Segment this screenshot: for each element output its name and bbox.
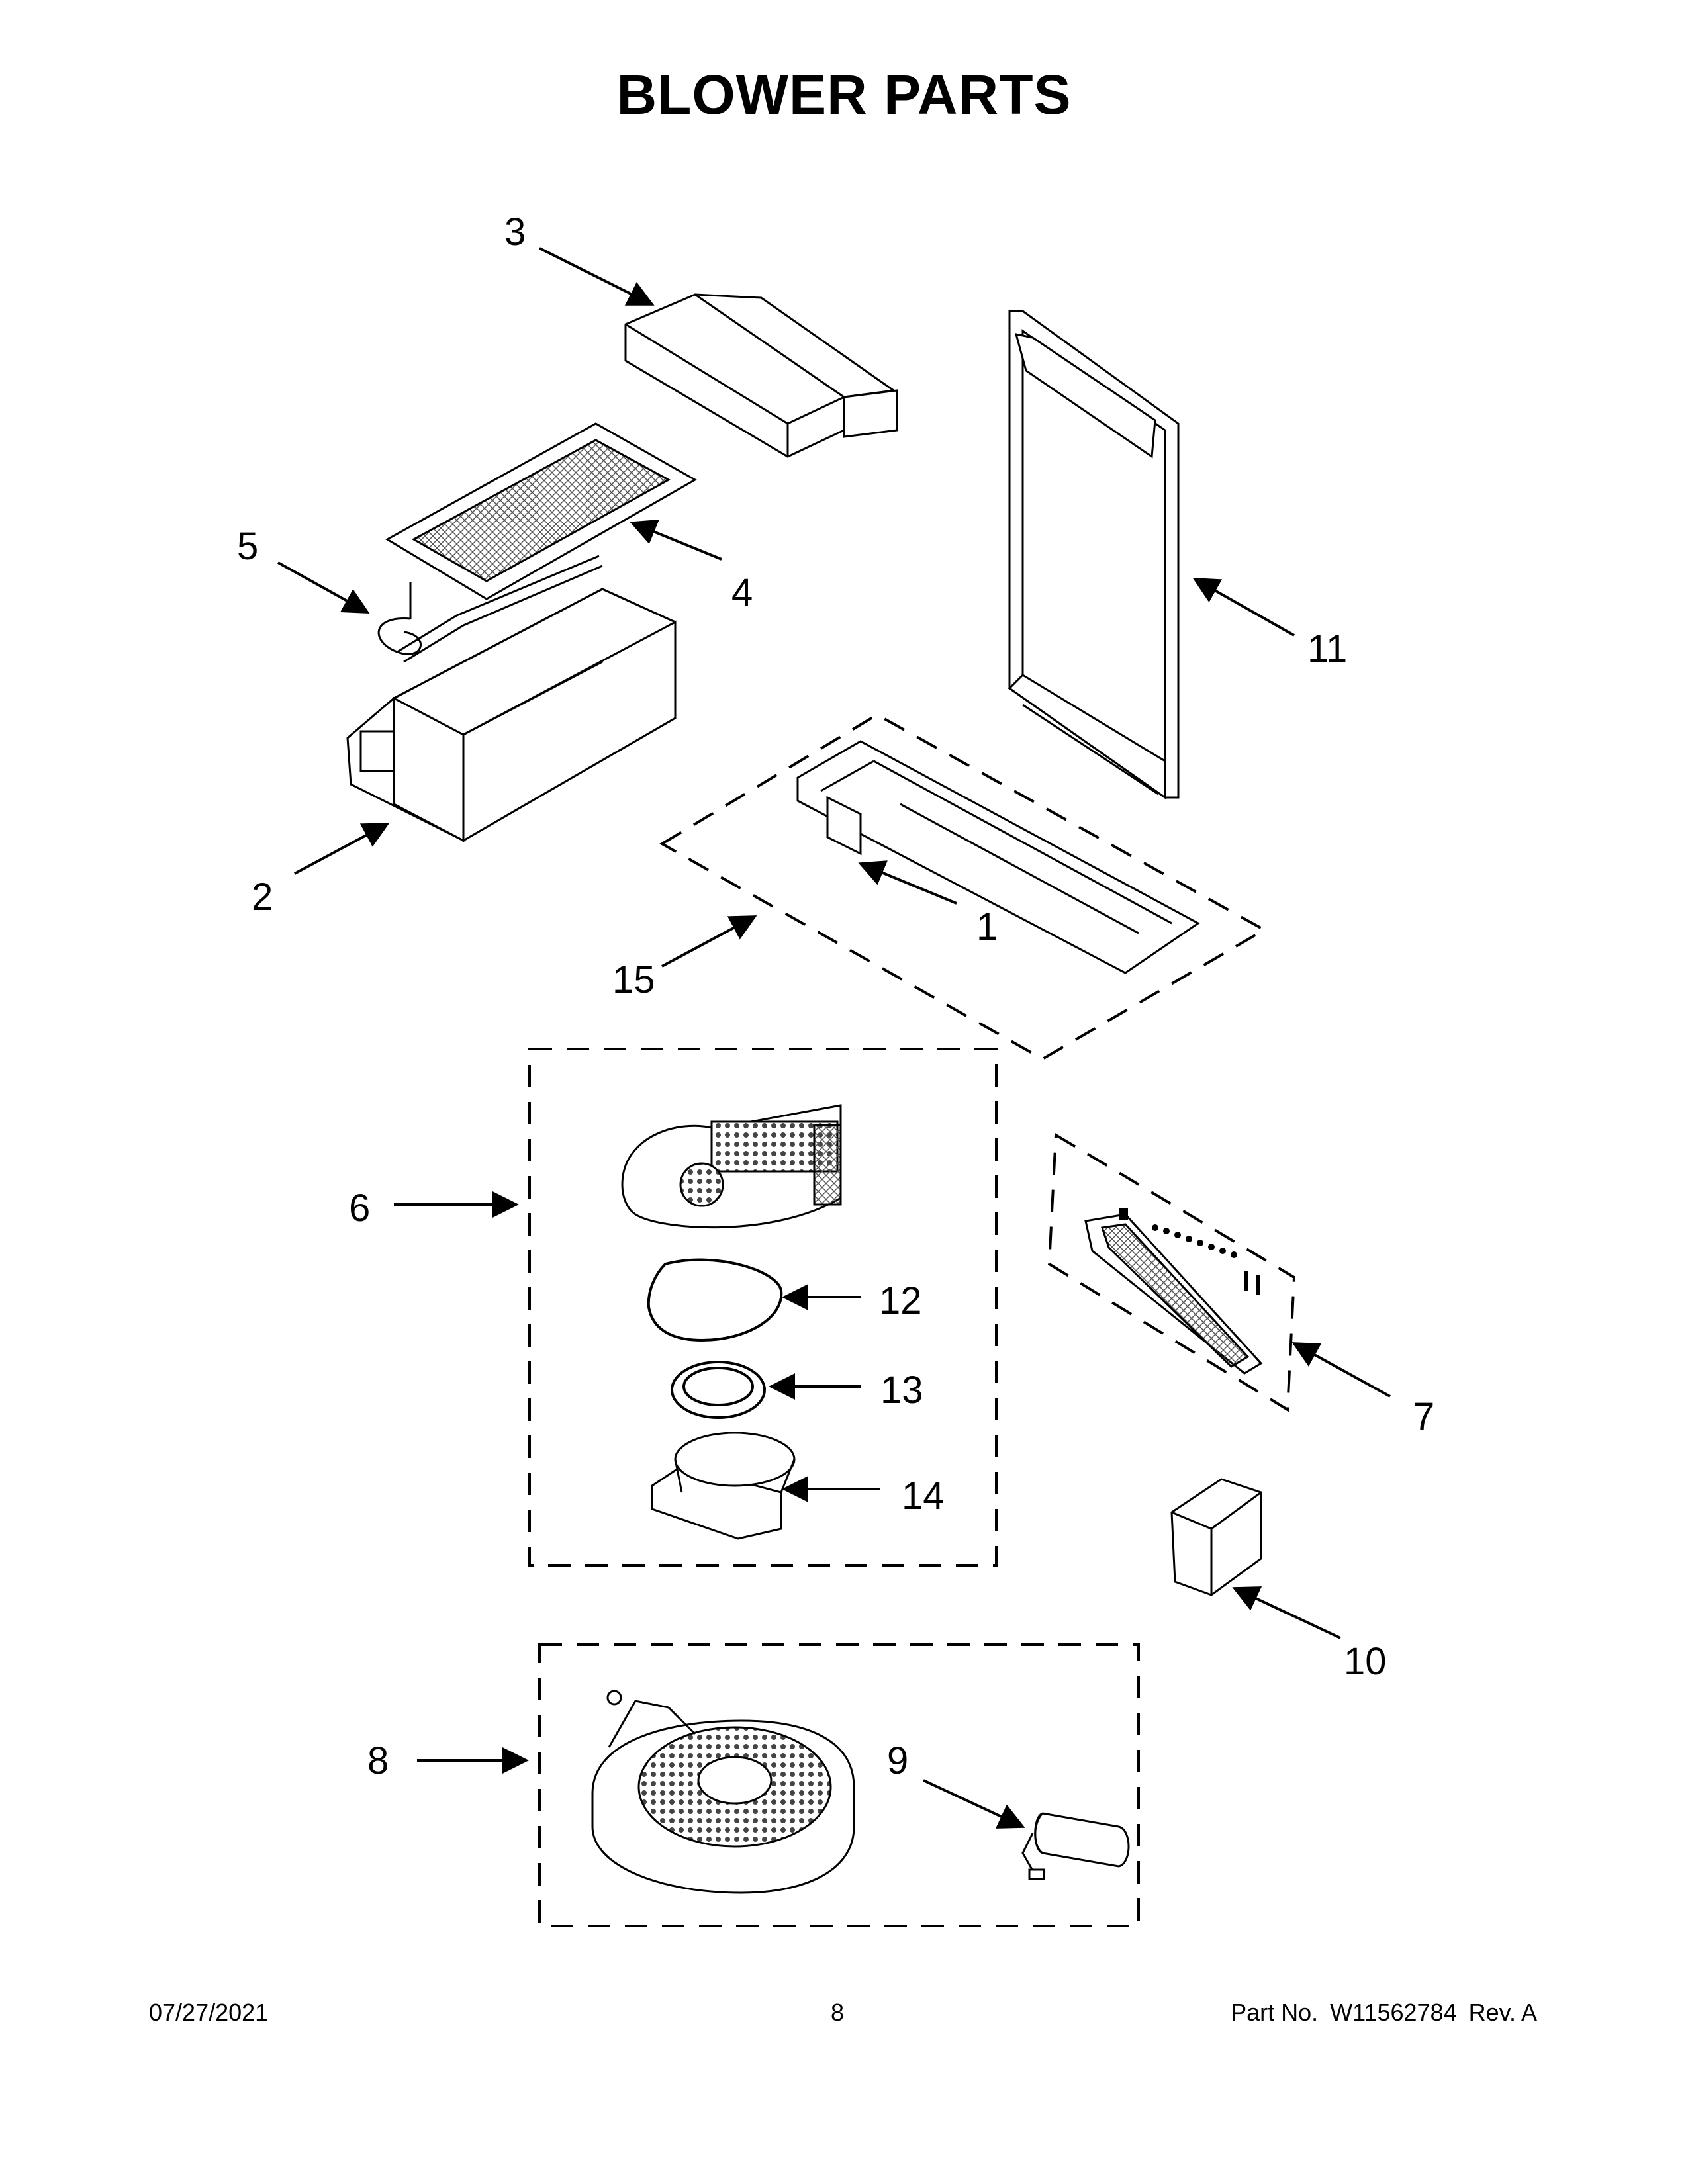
part-11-frame: [1008, 310, 1180, 799]
callout-8: 8: [367, 1739, 389, 1782]
page-title: BLOWER PARTS: [616, 64, 1072, 126]
callout-11: 11: [1307, 627, 1347, 670]
callout-15: 15: [612, 958, 655, 1001]
part-number-label: Part No.: [1231, 1999, 1319, 2026]
part-number-value: W11562784: [1330, 1999, 1457, 2026]
part-7-grille-kit: [1047, 1132, 1296, 1412]
footer-date: 07/27/2021: [149, 1999, 269, 2026]
callout-10: 10: [1344, 1640, 1387, 1683]
footer-page-number: 8: [831, 1999, 845, 2026]
part-10-bracket: [1170, 1478, 1262, 1596]
part-1-bracket: [796, 740, 1200, 974]
callout-9: 9: [887, 1739, 908, 1782]
callout-5: 5: [237, 525, 258, 568]
callout-6: 6: [349, 1187, 370, 1230]
callout-arrows: [277, 247, 1391, 1829]
callout-12: 12: [879, 1279, 922, 1322]
callout-14: 14: [902, 1475, 945, 1518]
callout-7: 7: [1413, 1395, 1434, 1438]
part-14-collar: [651, 1432, 796, 1540]
revision: Rev. A: [1468, 1999, 1537, 2026]
part-6-blower-assembly: [528, 1048, 998, 1567]
callout-13: 13: [880, 1369, 923, 1412]
footer-part-number: Part No. W11562784 Rev. A: [1219, 1999, 1537, 2026]
part-9-capacitor: [1021, 1812, 1130, 1880]
part-4-filter: [385, 422, 698, 600]
blower-scroll: [621, 1104, 842, 1229]
grille-panel: [1084, 1213, 1263, 1375]
part-5-hose: [377, 555, 603, 663]
callout-4: 4: [731, 571, 753, 614]
callout-2: 2: [252, 876, 273, 919]
part-3-duct-cover: [624, 293, 898, 458]
part-13-gasket: [671, 1361, 766, 1419]
part-2-blower-housing: [346, 588, 677, 842]
part-12-clip-ring: [647, 1258, 783, 1342]
motor-housing: [591, 1690, 855, 1894]
screws: [1119, 1208, 1260, 1295]
part-8-motor-assembly: [538, 1643, 1140, 1927]
callout-3: 3: [504, 210, 526, 253]
part-15-bracket-assembly: [659, 713, 1268, 1061]
callout-1: 1: [976, 905, 998, 948]
